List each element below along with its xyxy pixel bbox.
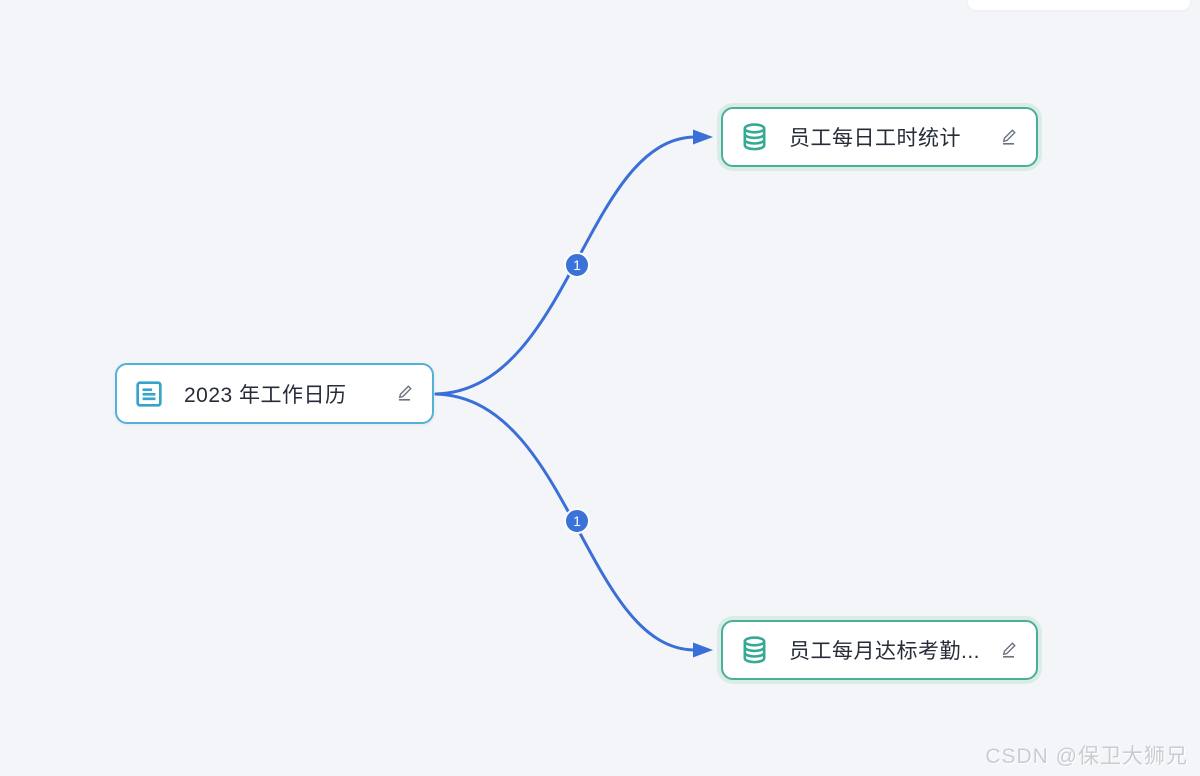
edit-node-button[interactable] [998, 638, 1020, 663]
arrowhead-top-icon [693, 129, 713, 145]
node-label: 员工每日工时统计 [789, 127, 961, 150]
toolbar-fragment [968, 0, 1190, 10]
database-icon [739, 122, 770, 153]
watermark-text: CSDN @保卫大狮兄 [985, 745, 1188, 768]
database-icon [739, 635, 770, 666]
edit-node-button[interactable] [394, 381, 416, 406]
arrowhead-bottom-icon [693, 642, 713, 658]
edit-pencil-icon [394, 381, 416, 406]
edge-count-badge-bottom[interactable]: 1 [564, 508, 590, 534]
edit-node-button[interactable] [998, 125, 1020, 150]
node-label: 员工每月达标考勤... [789, 640, 981, 663]
node-label: 2023 年工作日历 [184, 383, 347, 407]
node-root-calendar[interactable]: 2023 年工作日历 [115, 363, 434, 424]
node-daily-hours[interactable]: 员工每日工时统计 [721, 107, 1038, 167]
document-icon [133, 378, 165, 410]
edge-count-badge-top[interactable]: 1 [564, 252, 590, 278]
edit-pencil-icon [998, 125, 1020, 150]
edit-pencil-icon [998, 638, 1020, 663]
node-monthly-attendance[interactable]: 员工每月达标考勤... [721, 620, 1038, 680]
